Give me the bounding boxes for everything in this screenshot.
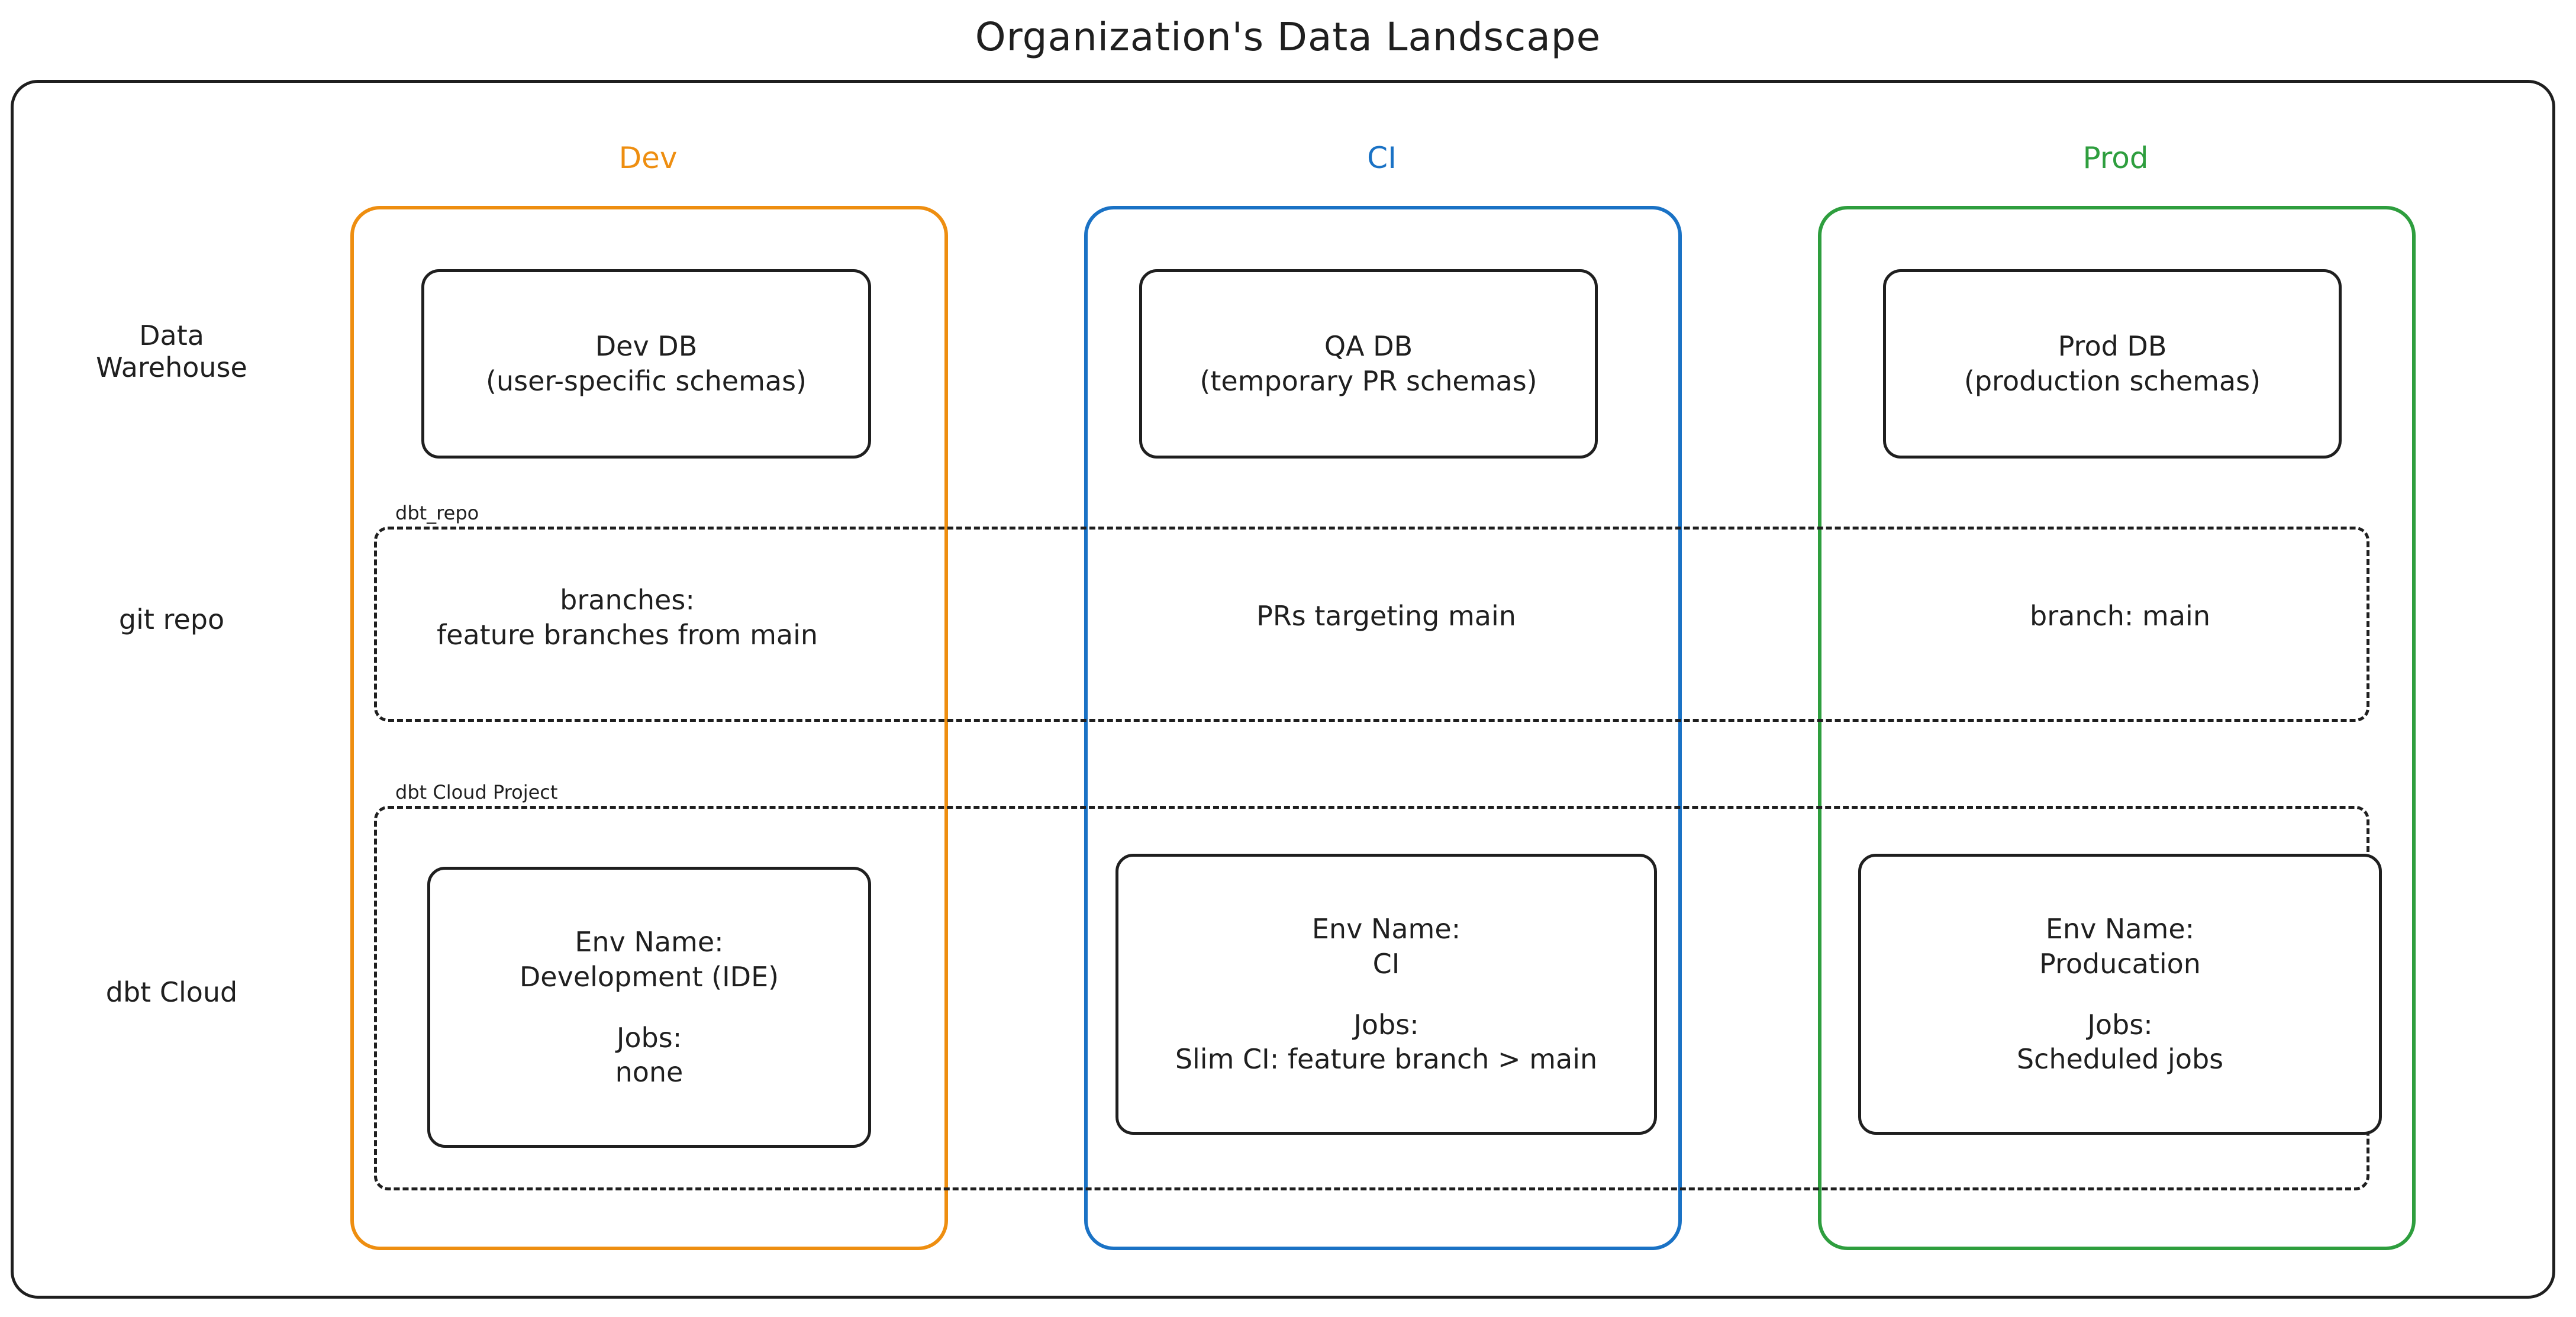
- row-label-dbt-cloud: dbt Cloud: [105, 976, 238, 1008]
- environment-column-dev: [350, 206, 948, 1250]
- node-prod-db-line2: (production schemas): [1964, 365, 2261, 397]
- node-ci-environment-env-value: CI: [1372, 947, 1400, 980]
- group-label-dbt-cloud-project: dbt Cloud Project: [391, 781, 563, 803]
- git-repo-text-dev-line1: branches:: [560, 584, 695, 616]
- node-prod-db[interactable]: Prod DB (production schemas): [1883, 269, 2342, 459]
- column-header-ci: CI: [1367, 141, 1397, 175]
- node-ci-environment[interactable]: Env Name: CI Jobs: Slim CI: feature bran…: [1115, 854, 1657, 1135]
- node-dev-environment-env-value: Development (IDE): [519, 960, 779, 993]
- node-ci-environment-jobs-label: Jobs:: [1353, 1008, 1419, 1041]
- node-prod-environment-env-value: Producation: [2039, 947, 2201, 980]
- node-qa-db-line2: (temporary PR schemas): [1200, 365, 1537, 397]
- node-dev-db[interactable]: Dev DB (user-specific schemas): [421, 269, 871, 459]
- node-dev-db-line2: (user-specific schemas): [486, 365, 807, 397]
- group-dbt-repo: [374, 527, 2369, 722]
- node-dev-environment-env-label: Env Name:: [575, 925, 724, 958]
- node-dev-environment-jobs-label: Jobs:: [616, 1021, 682, 1054]
- node-qa-db[interactable]: QA DB (temporary PR schemas): [1139, 269, 1598, 459]
- node-prod-environment-env-label: Env Name:: [2045, 912, 2195, 945]
- node-qa-db-line1: QA DB: [1324, 330, 1413, 363]
- node-ci-environment-env-label: Env Name:: [1311, 912, 1461, 945]
- node-prod-environment-jobs-value: Scheduled jobs: [2016, 1043, 2224, 1076]
- node-ci-environment-jobs-value: Slim CI: feature branch > main: [1175, 1043, 1598, 1076]
- environment-column-prod: [1818, 206, 2416, 1250]
- node-prod-environment-jobs-label: Jobs:: [2087, 1008, 2153, 1041]
- git-repo-text-dev: branches: feature branches from main: [379, 583, 876, 653]
- git-repo-text-ci: PRs targeting main: [1256, 600, 1516, 632]
- row-label-git-repo: git repo: [118, 603, 225, 635]
- node-prod-environment[interactable]: Env Name: Producation Jobs: Scheduled jo…: [1858, 854, 2382, 1135]
- node-prod-db-line1: Prod DB: [2058, 330, 2167, 363]
- environment-column-ci: [1084, 206, 1682, 1250]
- node-dev-environment-jobs-value: none: [615, 1056, 684, 1089]
- node-dev-db-line1: Dev DB: [595, 330, 698, 363]
- diagram-outer-frame: [11, 80, 2555, 1299]
- column-header-dev: Dev: [618, 141, 678, 175]
- row-label-data-warehouse: Data Warehouse: [30, 319, 314, 384]
- row-label-data-warehouse-line2: Warehouse: [96, 351, 247, 384]
- page-title: Organization's Data Landscape: [975, 14, 1601, 60]
- git-repo-text-dev-line2: feature branches from main: [436, 618, 818, 651]
- row-label-data-warehouse-line1: Data: [139, 319, 204, 351]
- node-dev-environment[interactable]: Env Name: Development (IDE) Jobs: none: [427, 867, 871, 1148]
- group-label-dbt-repo: dbt_repo: [391, 502, 484, 524]
- column-header-prod: Prod: [2082, 141, 2149, 175]
- git-repo-text-prod: branch: main: [2030, 600, 2210, 632]
